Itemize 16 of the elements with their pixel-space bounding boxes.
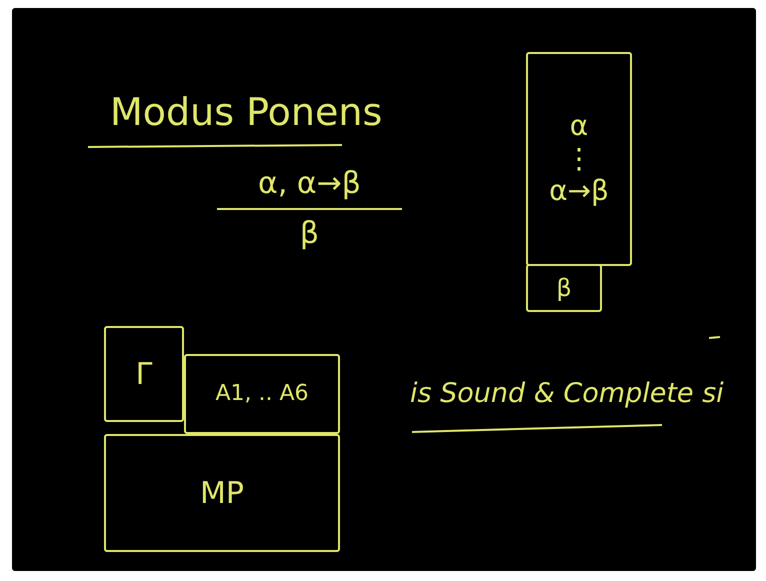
box-label: A1, .. A6 — [215, 382, 309, 406]
proof-box — [104, 434, 340, 552]
box-label: ⋮ — [565, 144, 593, 174]
handwritten-note: is Sound & Complete si — [410, 378, 724, 409]
conclusion-formula: β — [300, 216, 320, 252]
premise-formula: α, α→β — [258, 166, 361, 202]
proof-box — [184, 354, 340, 434]
box-label: α→β — [549, 176, 609, 208]
proof-box — [526, 52, 632, 266]
proof-box — [526, 264, 602, 312]
box-label: α — [570, 110, 588, 142]
box-label: β — [556, 274, 572, 302]
box-label: MP — [200, 476, 244, 510]
box-label: Γ — [136, 358, 152, 390]
proof-box — [104, 326, 184, 422]
title: Modus Ponens — [110, 90, 382, 134]
